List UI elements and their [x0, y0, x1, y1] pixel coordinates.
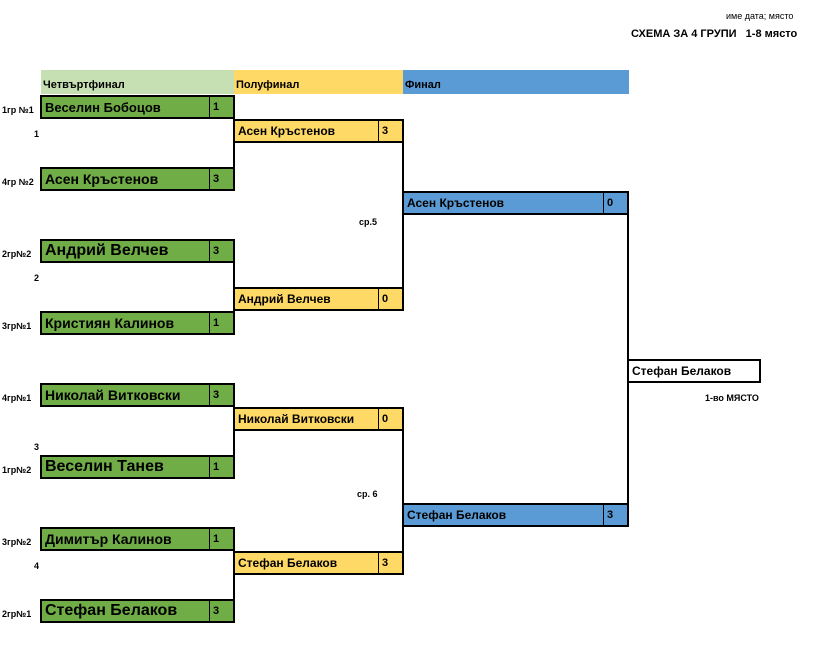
seed-label: 1гр№2 [2, 465, 32, 475]
final-slot: Асен Кръстенов 0 [402, 191, 629, 215]
bracket-line [402, 143, 404, 287]
match-number: 2 [34, 273, 40, 283]
column-header-final: Финал [403, 70, 629, 94]
semifinal-match-label: ср.5 [359, 217, 378, 227]
page-title: СХЕМА ЗА 4 ГРУПИ 1-8 място [631, 28, 798, 40]
bracket-line [233, 551, 235, 599]
player-name: Стефан Белаков [407, 508, 507, 522]
player-name: Веселин Танев [45, 458, 164, 475]
player-name: Кристиян Калинов [45, 315, 175, 331]
column-header-semifinal: Полуфинал [234, 70, 403, 94]
player-name: Димитър Калинов [45, 531, 172, 547]
seed-label: 4гр№1 [2, 393, 32, 403]
player-score: 3 [378, 121, 402, 141]
player-score: 0 [378, 409, 402, 429]
seed-label: 3гр№2 [2, 537, 32, 547]
player-score: 0 [378, 289, 402, 309]
player-score: 1 [209, 457, 233, 477]
semifinal-slot: Стефан Белаков 3 [233, 551, 404, 575]
match-number: 3 [34, 442, 40, 452]
quarterfinal-slot: Кристиян Калинов 1 [40, 311, 235, 335]
quarterfinal-slot: Веселин Танев 1 [40, 455, 235, 479]
player-score: 1 [209, 97, 233, 117]
player-score: 3 [209, 241, 233, 261]
match-number: 1 [34, 129, 40, 139]
bracket-line [402, 431, 404, 551]
player-score: 0 [603, 193, 627, 213]
semifinal-slot: Андрий Велчев 0 [233, 287, 404, 311]
bracket-line [233, 119, 235, 167]
semifinal-slot: Асен Кръстенов 3 [233, 119, 404, 143]
quarterfinal-slot: Стефан Белаков 3 [40, 599, 235, 623]
player-name: Стефан Белаков [238, 556, 338, 570]
player-name: Асен Кръстенов [45, 171, 159, 187]
seed-label: 3гр№1 [2, 321, 32, 331]
player-name: Николай Витковски [45, 387, 181, 403]
quarterfinal-slot: Димитър Калинов 1 [40, 527, 235, 551]
quarterfinal-slot: Веселин Бобоцов 1 [40, 95, 235, 119]
winner-slot: Стефан Белаков [627, 359, 761, 383]
player-name: Андрий Велчев [45, 242, 169, 259]
seed-label: 4гр №2 [2, 177, 34, 187]
bracket-line [233, 407, 235, 455]
player-name: Андрий Велчев [238, 292, 331, 306]
player-name: Асен Кръстенов [407, 196, 505, 210]
quarterfinal-slot: Асен Кръстенов 3 [40, 167, 235, 191]
final-slot: Стефан Белаков 3 [402, 503, 629, 527]
match-number: 4 [34, 561, 40, 571]
seed-label: 2гр№1 [2, 609, 32, 619]
player-score: 1 [209, 529, 233, 549]
player-name: Асен Кръстенов [238, 124, 336, 138]
player-score: 3 [378, 553, 402, 573]
player-name: Николай Витковски [238, 412, 355, 426]
seed-label: 1гр №1 [2, 105, 34, 115]
seed-label: 2гр№2 [2, 249, 32, 259]
player-score: 1 [209, 313, 233, 333]
player-score: 3 [209, 385, 233, 405]
quarterfinal-slot: Андрий Велчев 3 [40, 239, 235, 263]
meta-label: име дата; място [726, 11, 794, 21]
column-header-quarterfinal: Четвъртфинал [41, 70, 234, 94]
player-score: 3 [603, 505, 627, 525]
player-name: Веселин Бобоцов [45, 99, 161, 115]
player-name: Стефан Белаков [45, 602, 178, 619]
winner-name: Стефан Белаков [632, 364, 732, 378]
player-score: 3 [209, 169, 233, 189]
winner-place-label: 1-во МЯСТО [705, 393, 759, 403]
quarterfinal-slot: Николай Витковски 3 [40, 383, 235, 407]
player-score: 3 [209, 601, 233, 621]
semifinal-match-label: ср. 6 [357, 489, 378, 499]
semifinal-slot: Николай Витковски 0 [233, 407, 404, 431]
